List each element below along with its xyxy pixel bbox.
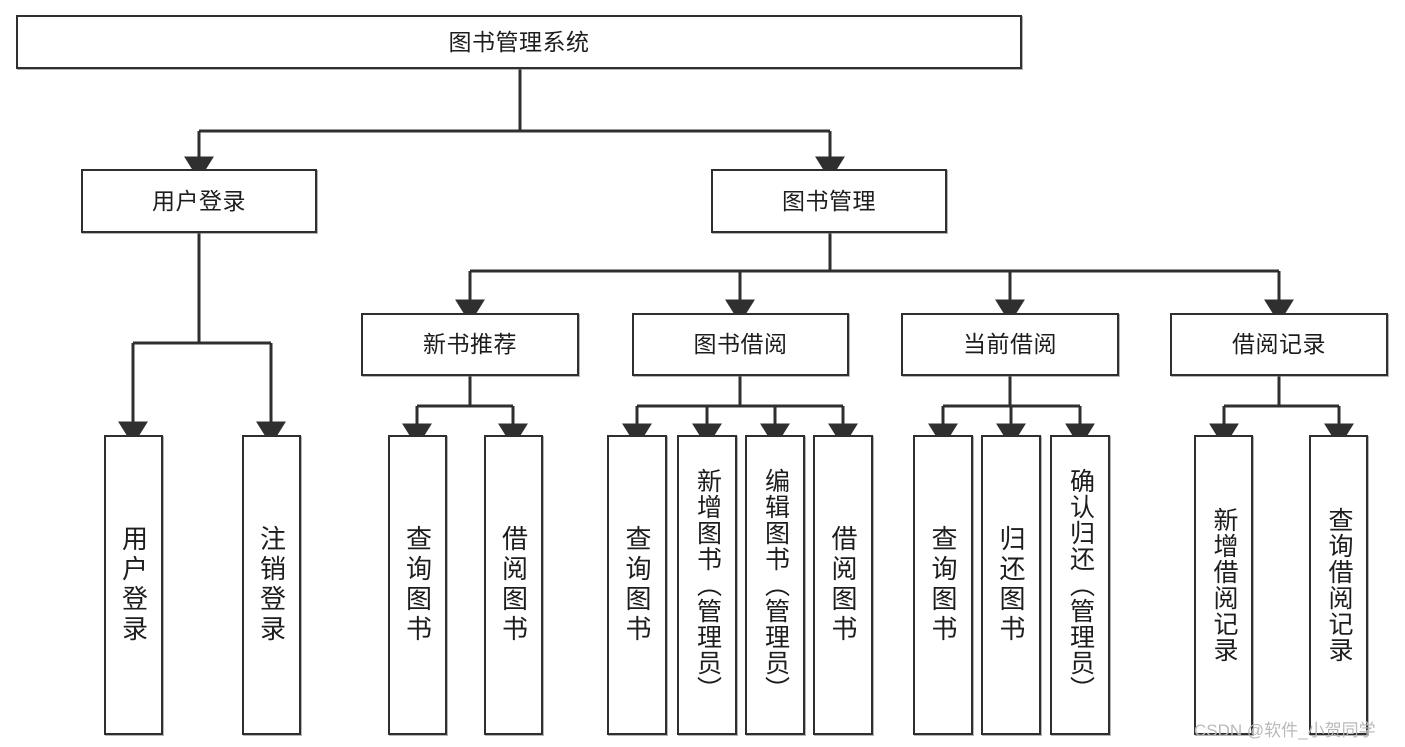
leaf-query-books-recommendation[interactable]: 查询图书 — [388, 435, 447, 735]
node-label: 新书推荐 — [423, 331, 517, 358]
node-label: 图书管理系统 — [448, 28, 590, 55]
node-label: 查询图书 — [402, 525, 433, 645]
leaf-confirm-return-admin[interactable]: 确认归还（管理员） — [1050, 435, 1110, 735]
leaf-add-book-admin[interactable]: 新增图书（管理员） — [677, 435, 737, 735]
leaf-borrow-books-recommendation[interactable]: 借阅图书 — [484, 435, 543, 735]
node-label: 当前借阅 — [963, 331, 1057, 358]
node-current-borrowing[interactable]: 当前借阅 — [901, 313, 1119, 376]
node-label: 借阅图书 — [498, 525, 529, 645]
node-label: 新增图书（管理员） — [693, 468, 722, 702]
leaf-return-books[interactable]: 归还图书 — [981, 435, 1041, 735]
node-book-borrowing[interactable]: 图书借阅 — [632, 313, 849, 376]
leaf-query-books-borrowing[interactable]: 查询图书 — [607, 435, 667, 735]
node-label: 归还图书 — [996, 525, 1026, 645]
leaf-edit-book-admin[interactable]: 编辑图书（管理员） — [745, 435, 805, 735]
leaf-query-borrowing-record[interactable]: 查询借阅记录 — [1309, 435, 1368, 735]
node-new-book-recommendation[interactable]: 新书推荐 — [361, 313, 579, 376]
node-label: 查询图书 — [622, 525, 652, 645]
node-book-management[interactable]: 图书管理 — [711, 169, 947, 233]
leaf-borrow-books-borrowing[interactable]: 借阅图书 — [813, 435, 873, 735]
node-user-login[interactable]: 用户登录 — [81, 169, 317, 233]
node-root-book-management-system[interactable]: 图书管理系统 — [16, 15, 1022, 69]
node-label: 编辑图书（管理员） — [761, 468, 790, 702]
node-label: 借阅图书 — [828, 525, 858, 645]
leaf-query-books-current[interactable]: 查询图书 — [913, 435, 973, 735]
node-label: 新增借阅记录 — [1210, 507, 1238, 663]
node-label: 用户登录 — [118, 525, 149, 645]
node-label: 查询借阅记录 — [1325, 507, 1353, 663]
node-label: 图书借阅 — [693, 331, 788, 358]
node-label: 借阅记录 — [1232, 331, 1326, 358]
node-label: 注销登录 — [256, 525, 287, 645]
leaf-logout[interactable]: 注销登录 — [242, 435, 301, 735]
node-borrowing-records[interactable]: 借阅记录 — [1170, 313, 1388, 376]
node-label: 查询图书 — [928, 525, 958, 645]
node-label: 图书管理 — [782, 187, 876, 214]
node-label: 用户登录 — [152, 187, 246, 214]
node-label: 确认归还（管理员） — [1066, 468, 1095, 702]
leaf-add-borrowing-record[interactable]: 新增借阅记录 — [1194, 435, 1253, 735]
leaf-user-login[interactable]: 用户登录 — [104, 435, 163, 735]
